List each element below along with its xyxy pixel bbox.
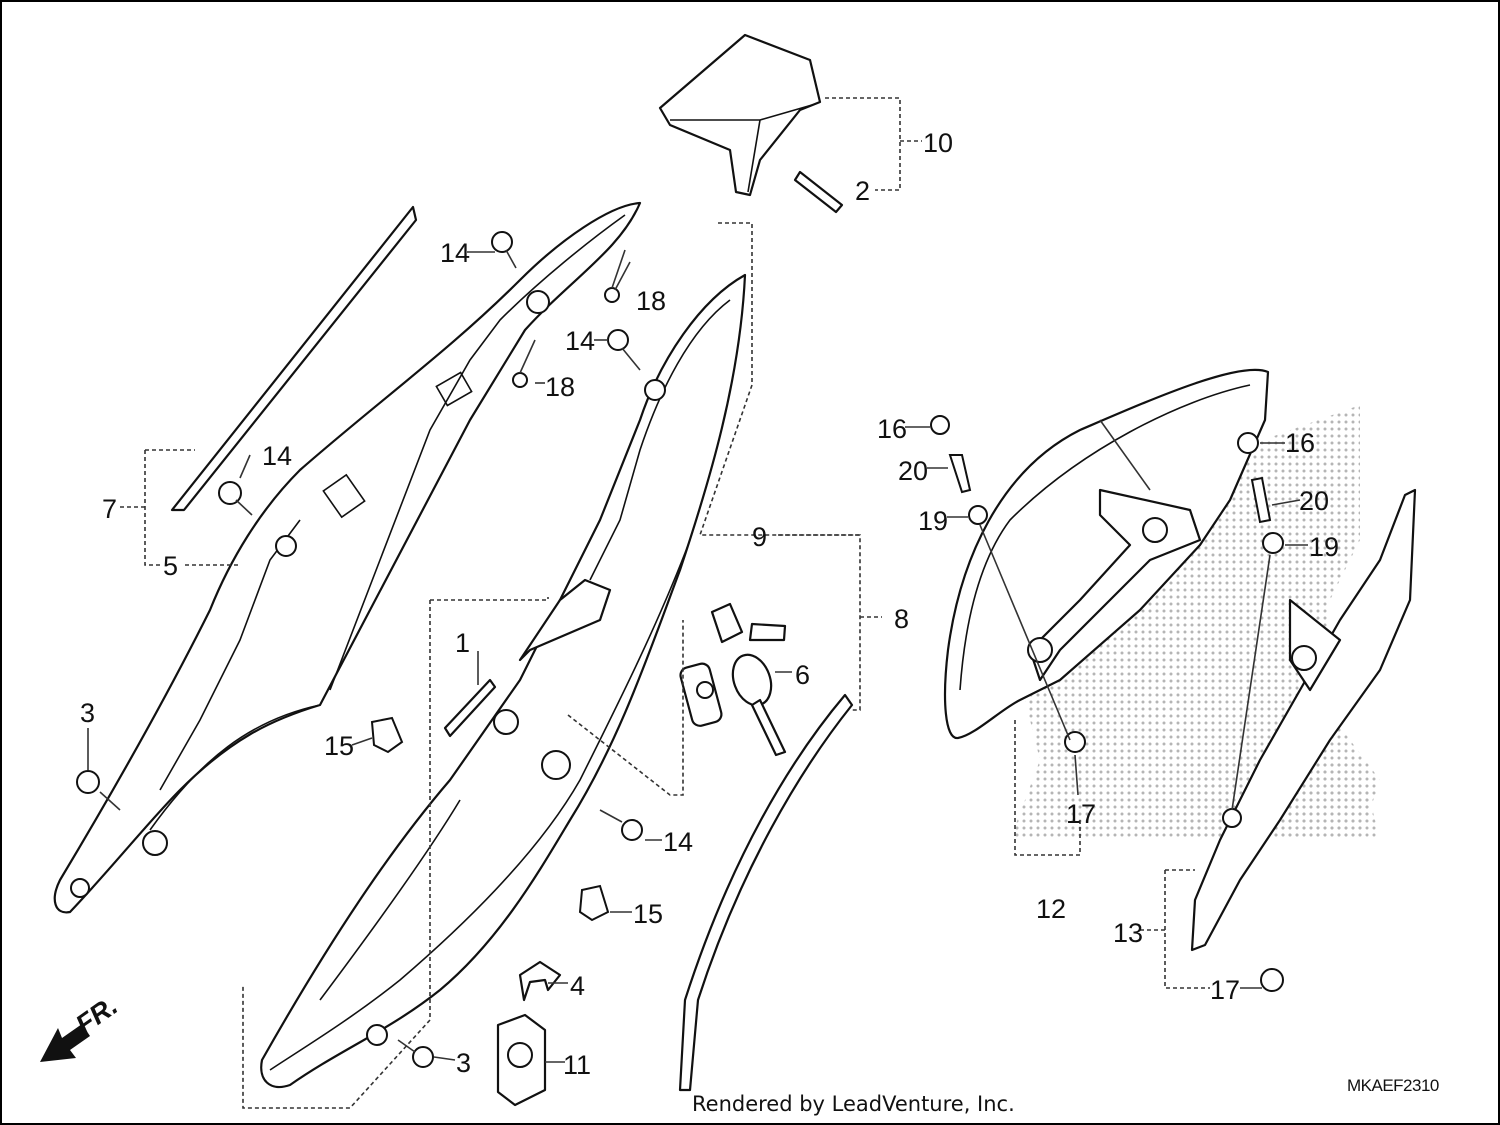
screw-18b	[512, 339, 536, 388]
bolt-20a	[948, 454, 972, 494]
callout-18a: 18	[636, 286, 666, 316]
bracket-plate	[496, 1013, 547, 1107]
front-direction-marker: FR.	[40, 990, 123, 1062]
screw-18a	[604, 249, 626, 303]
callout-14c: 14	[262, 441, 292, 471]
strip-1	[443, 678, 497, 738]
callout-19a: 19	[918, 506, 948, 536]
callout-15a: 15	[324, 731, 354, 761]
callout-10: 10	[923, 128, 953, 158]
callout-2: 2	[855, 176, 870, 206]
callout-3b: 3	[456, 1048, 471, 1078]
washer-19a	[968, 505, 988, 525]
callout-14b: 14	[565, 326, 595, 356]
callout-13: 13	[1113, 918, 1143, 948]
grommet	[541, 750, 571, 780]
callout-16a: 16	[877, 414, 907, 444]
callout-14a: 14	[440, 238, 470, 268]
bolt-17b	[1260, 968, 1284, 992]
bolt-14c	[218, 481, 253, 516]
callout-18b: 18	[545, 372, 575, 402]
callout-5: 5	[163, 551, 178, 581]
callout-12: 12	[1036, 894, 1066, 924]
clip-4	[518, 960, 562, 1002]
callout-6: 6	[795, 660, 810, 690]
bolt-14a	[491, 231, 517, 269]
nut-16a	[930, 415, 950, 435]
callout-20b: 20	[1299, 486, 1329, 516]
trim-strip-right	[678, 693, 854, 1092]
bolt-20b	[1250, 476, 1272, 524]
washer-19b	[1262, 532, 1284, 554]
hardware	[76, 231, 1284, 1068]
emblem-strip	[793, 170, 844, 214]
callout-4: 4	[570, 971, 585, 1001]
clip-15b	[578, 884, 610, 922]
bolt-14b	[607, 329, 641, 371]
leader-lines	[87, 251, 1308, 1063]
clip-15a	[370, 716, 404, 754]
callout-labels: 1 2 3 3 4 5 6 7 8 9 10 11 12 13 14 14 14…	[80, 128, 1339, 1080]
nut-3b	[412, 1046, 434, 1068]
bolt-17a	[1064, 731, 1086, 753]
callout-17b: 17	[1210, 975, 1240, 1005]
callout-19b: 19	[1309, 532, 1339, 562]
callout-14d: 14	[663, 827, 693, 857]
callout-1: 1	[455, 628, 470, 658]
nut-3a	[76, 770, 100, 794]
callout-8: 8	[894, 604, 909, 634]
callout-15b: 15	[633, 899, 663, 929]
callout-11: 11	[563, 1050, 591, 1080]
key-set[interactable]	[679, 602, 787, 757]
side-cover-left[interactable]	[53, 201, 642, 914]
callout-3a: 3	[80, 698, 95, 728]
assembly-groupings	[120, 97, 1210, 1109]
nut-16b	[1237, 432, 1259, 454]
callout-20a: 20	[898, 456, 928, 486]
callout-17a: 17	[1066, 799, 1096, 829]
callout-7: 7	[102, 494, 117, 524]
grab-rail[interactable]	[943, 368, 1270, 740]
render-credit: Rendered by LeadVenture, Inc.	[692, 1092, 1015, 1116]
diagram-code: MKAEF2310	[1347, 1076, 1439, 1095]
rear-cowl[interactable]	[658, 33, 822, 197]
callout-9: 9	[752, 522, 767, 552]
trim-strip-left	[170, 205, 418, 512]
rear-fender-strip[interactable]	[1190, 488, 1417, 952]
side-cover-center[interactable]	[260, 273, 747, 1088]
bolt-14d	[599, 809, 643, 841]
callout-16b: 16	[1285, 428, 1315, 458]
